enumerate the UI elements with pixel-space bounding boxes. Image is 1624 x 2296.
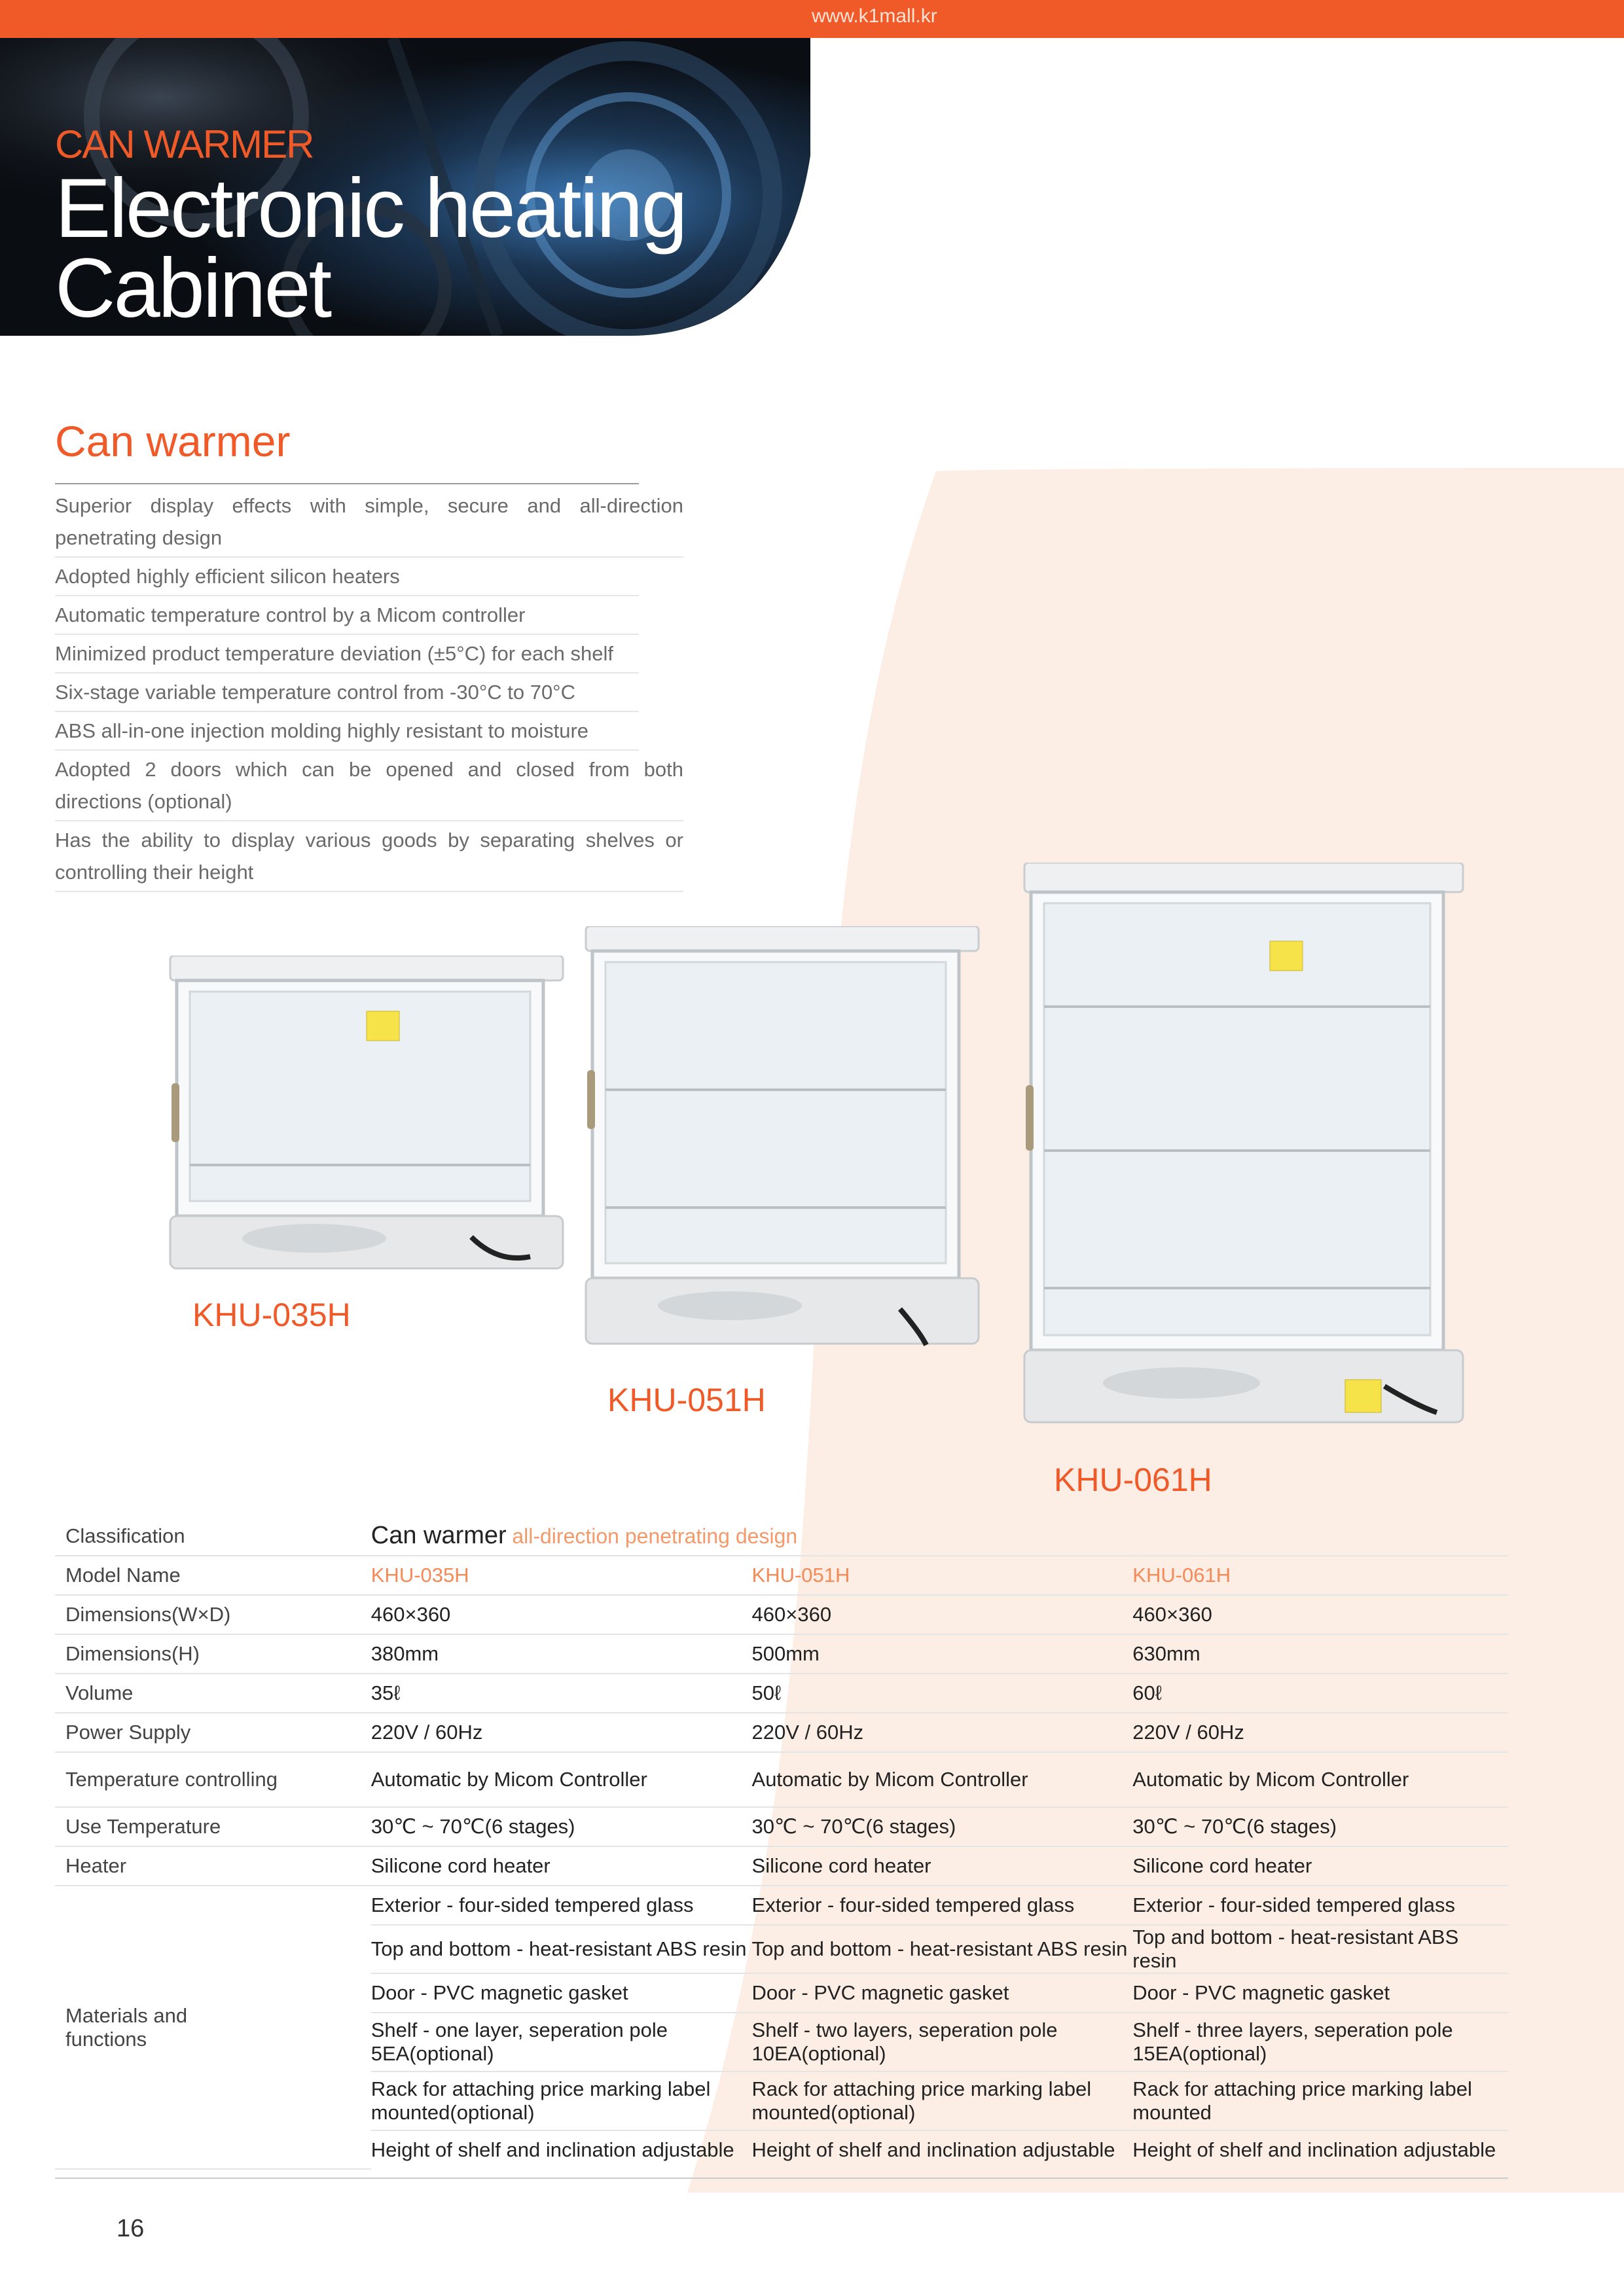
value-cell: 380mm xyxy=(370,1634,752,1674)
site-url[interactable]: www.k1mall.kr xyxy=(812,5,937,27)
value-cell: 220V / 60Hz xyxy=(1132,1713,1508,1753)
feature-item: Adopted highly efficient silicon heaters xyxy=(55,558,639,596)
table-row: Heater Silicone cord heater Silicone cor… xyxy=(55,1846,1508,1886)
product-image-khu-051h xyxy=(585,926,980,1346)
row-label: Model Name xyxy=(55,1556,371,1596)
table-row: Shelf - one layer, seperation pole 5EA(o… xyxy=(55,2013,1508,2072)
table-row: Top and bottom - heat-resistant ABS resi… xyxy=(55,1925,1508,1974)
value-cell: Shelf - three layers, seperation pole 15… xyxy=(1132,2013,1508,2072)
row-label: Heater xyxy=(55,1846,371,1886)
feature-item: Minimized product temperature deviation … xyxy=(55,635,639,673)
value-cell: 630mm xyxy=(1132,1634,1508,1674)
product-label-khu-051h: KHU-051H xyxy=(607,1382,766,1418)
table-bottom-divider xyxy=(55,2178,1508,2179)
value-cell: Door - PVC magnetic gasket xyxy=(751,1973,1133,2013)
value-cell: Door - PVC magnetic gasket xyxy=(1132,1973,1508,2013)
value-cell: 35ℓ xyxy=(370,1674,752,1713)
product-image-khu-061h xyxy=(1023,863,1464,1424)
value-cell: 220V / 60Hz xyxy=(751,1713,1133,1753)
value-cell: 460×360 xyxy=(370,1595,752,1635)
feature-item: ABS all-in-one injection molding highly … xyxy=(55,712,639,751)
product-image-khu-035h xyxy=(169,956,564,1270)
value-cell: 50ℓ xyxy=(751,1674,1133,1713)
feature-item: Adopted 2 doors which can be opened and … xyxy=(55,751,683,821)
value-cell: Rack for attaching price marking label m… xyxy=(751,2072,1133,2131)
row-label: Volume xyxy=(55,1674,371,1713)
product-label-khu-061h: KHU-061H xyxy=(1054,1462,1212,1498)
table-row: Door - PVC magnetic gasket Door - PVC ma… xyxy=(55,1973,1508,2013)
value-cell: Rack for attaching price marking label m… xyxy=(370,2072,752,2131)
classification-sub: all-direction penetrating design xyxy=(512,1524,798,1548)
value-cell: 460×360 xyxy=(751,1595,1133,1635)
table-row: Dimensions(W×D) 460×360 460×360 460×360 xyxy=(55,1595,1508,1635)
value-cell: Automatic by Micom Controller xyxy=(1132,1752,1508,1808)
value-cell: Silicone cord heater xyxy=(370,1846,752,1886)
table-row: Model Name KHU-035H KHU-051H KHU-061H xyxy=(55,1556,1508,1596)
value-cell: Silicone cord heater xyxy=(1132,1846,1508,1886)
value-cell: 220V / 60Hz xyxy=(370,1713,752,1753)
value-cell: 500mm xyxy=(751,1634,1133,1674)
table-row: Rack for attaching price marking label m… xyxy=(55,2072,1508,2131)
value-cell: Height of shelf and inclination adjustab… xyxy=(370,2138,734,2161)
table-row: Dimensions(H) 380mm 500mm 630mm xyxy=(55,1634,1508,1674)
row-label: Classification xyxy=(55,1517,371,1556)
value-cell: Automatic by Micom Controller xyxy=(751,1752,1133,1808)
row-label: Power Supply xyxy=(55,1713,371,1753)
value-cell: Top and bottom - heat-resistant ABS resi… xyxy=(751,1925,1133,1974)
table-row: Use Temperature 30℃ ~ 70℃(6 stages) 30℃ … xyxy=(55,1807,1508,1847)
feature-item: Has the ability to display various goods… xyxy=(55,821,683,892)
page-number: 16 xyxy=(117,2215,145,2242)
spec-table: Classification Can warmer all-direction … xyxy=(55,1517,1508,2170)
value-cell: Shelf - two layers, seperation pole 10EA… xyxy=(751,2013,1133,2072)
table-row: Temperature controlling Automatic by Mic… xyxy=(55,1752,1508,1808)
table-row: Height of shelf and inclination adjustab… xyxy=(55,2130,1508,2169)
value-cell: 460×360 xyxy=(1132,1595,1508,1635)
table-row: Classification Can warmer all-direction … xyxy=(55,1517,1508,1556)
value-cell: Exterior - four-sided tempered glass xyxy=(751,1886,1133,1926)
row-label: Dimensions(H) xyxy=(55,1634,371,1674)
value-cell: Exterior - four-sided tempered glass xyxy=(370,1886,752,1926)
value-cell: Automatic by Micom Controller xyxy=(370,1752,752,1808)
feature-item: Six-stage variable temperature control f… xyxy=(55,673,639,712)
row-label: Materials and functions xyxy=(55,1886,371,2170)
row-label: Temperature controlling xyxy=(55,1752,371,1808)
banner-background-image xyxy=(0,38,810,336)
value-cell: 30℃ ~ 70℃(6 stages) xyxy=(370,1807,752,1847)
classification-cell: Can warmer all-direction penetrating des… xyxy=(370,1517,1508,1556)
value-cell: 30℃ ~ 70℃(6 stages) xyxy=(751,1807,1133,1847)
value-cell: Exterior - four-sided tempered glass xyxy=(1132,1886,1508,1926)
value-cell: Rack for attaching price marking label m… xyxy=(1132,2072,1508,2131)
banner-category: CAN WARMER xyxy=(55,122,314,166)
banner-title: Electronic heating Cabinet xyxy=(55,162,688,335)
hero-banner: CAN WARMER Electronic heating Cabinet xyxy=(0,38,810,336)
value-cell: 60ℓ xyxy=(1132,1674,1508,1713)
classification-main: Can warmer xyxy=(370,1522,507,1549)
value-cell: Top and bottom - heat-resistant ABS resi… xyxy=(370,1925,752,1974)
table-row: Materials and functions Exterior - four-… xyxy=(55,1886,1508,2170)
value-cell: 30℃ ~ 70℃(6 stages) xyxy=(1132,1807,1508,1847)
feature-item: Superior display effects with simple, se… xyxy=(55,487,683,558)
model-cell: KHU-061H xyxy=(1132,1556,1508,1596)
table-row: Power Supply 220V / 60Hz 220V / 60Hz 220… xyxy=(55,1713,1508,1753)
value-cell: Height of shelf and inclination adjustab… xyxy=(751,2138,1115,2161)
section-title: Can warmer xyxy=(55,417,291,465)
model-cell: KHU-035H xyxy=(370,1556,752,1596)
top-bar: www.k1mall.kr xyxy=(0,0,1624,38)
row-label: Use Temperature xyxy=(55,1807,371,1847)
section-title-divider xyxy=(55,483,639,484)
value-cell: Door - PVC magnetic gasket xyxy=(370,1973,752,2013)
model-cell: KHU-051H xyxy=(751,1556,1133,1596)
value-cell: Shelf - one layer, seperation pole 5EA(o… xyxy=(370,2013,752,2072)
feature-item: Automatic temperature control by a Micom… xyxy=(55,596,639,635)
feature-list: Superior display effects with simple, se… xyxy=(55,487,683,892)
value-cell: Height of shelf and inclination adjustab… xyxy=(1132,2138,1496,2161)
value-cell: Top and bottom - heat-resistant ABS resi… xyxy=(1132,1925,1508,1974)
product-label-khu-035h: KHU-035H xyxy=(192,1297,351,1333)
row-label: Dimensions(W×D) xyxy=(55,1595,371,1635)
table-row: Volume 35ℓ 50ℓ 60ℓ xyxy=(55,1674,1508,1713)
value-cell: Silicone cord heater xyxy=(751,1846,1133,1886)
